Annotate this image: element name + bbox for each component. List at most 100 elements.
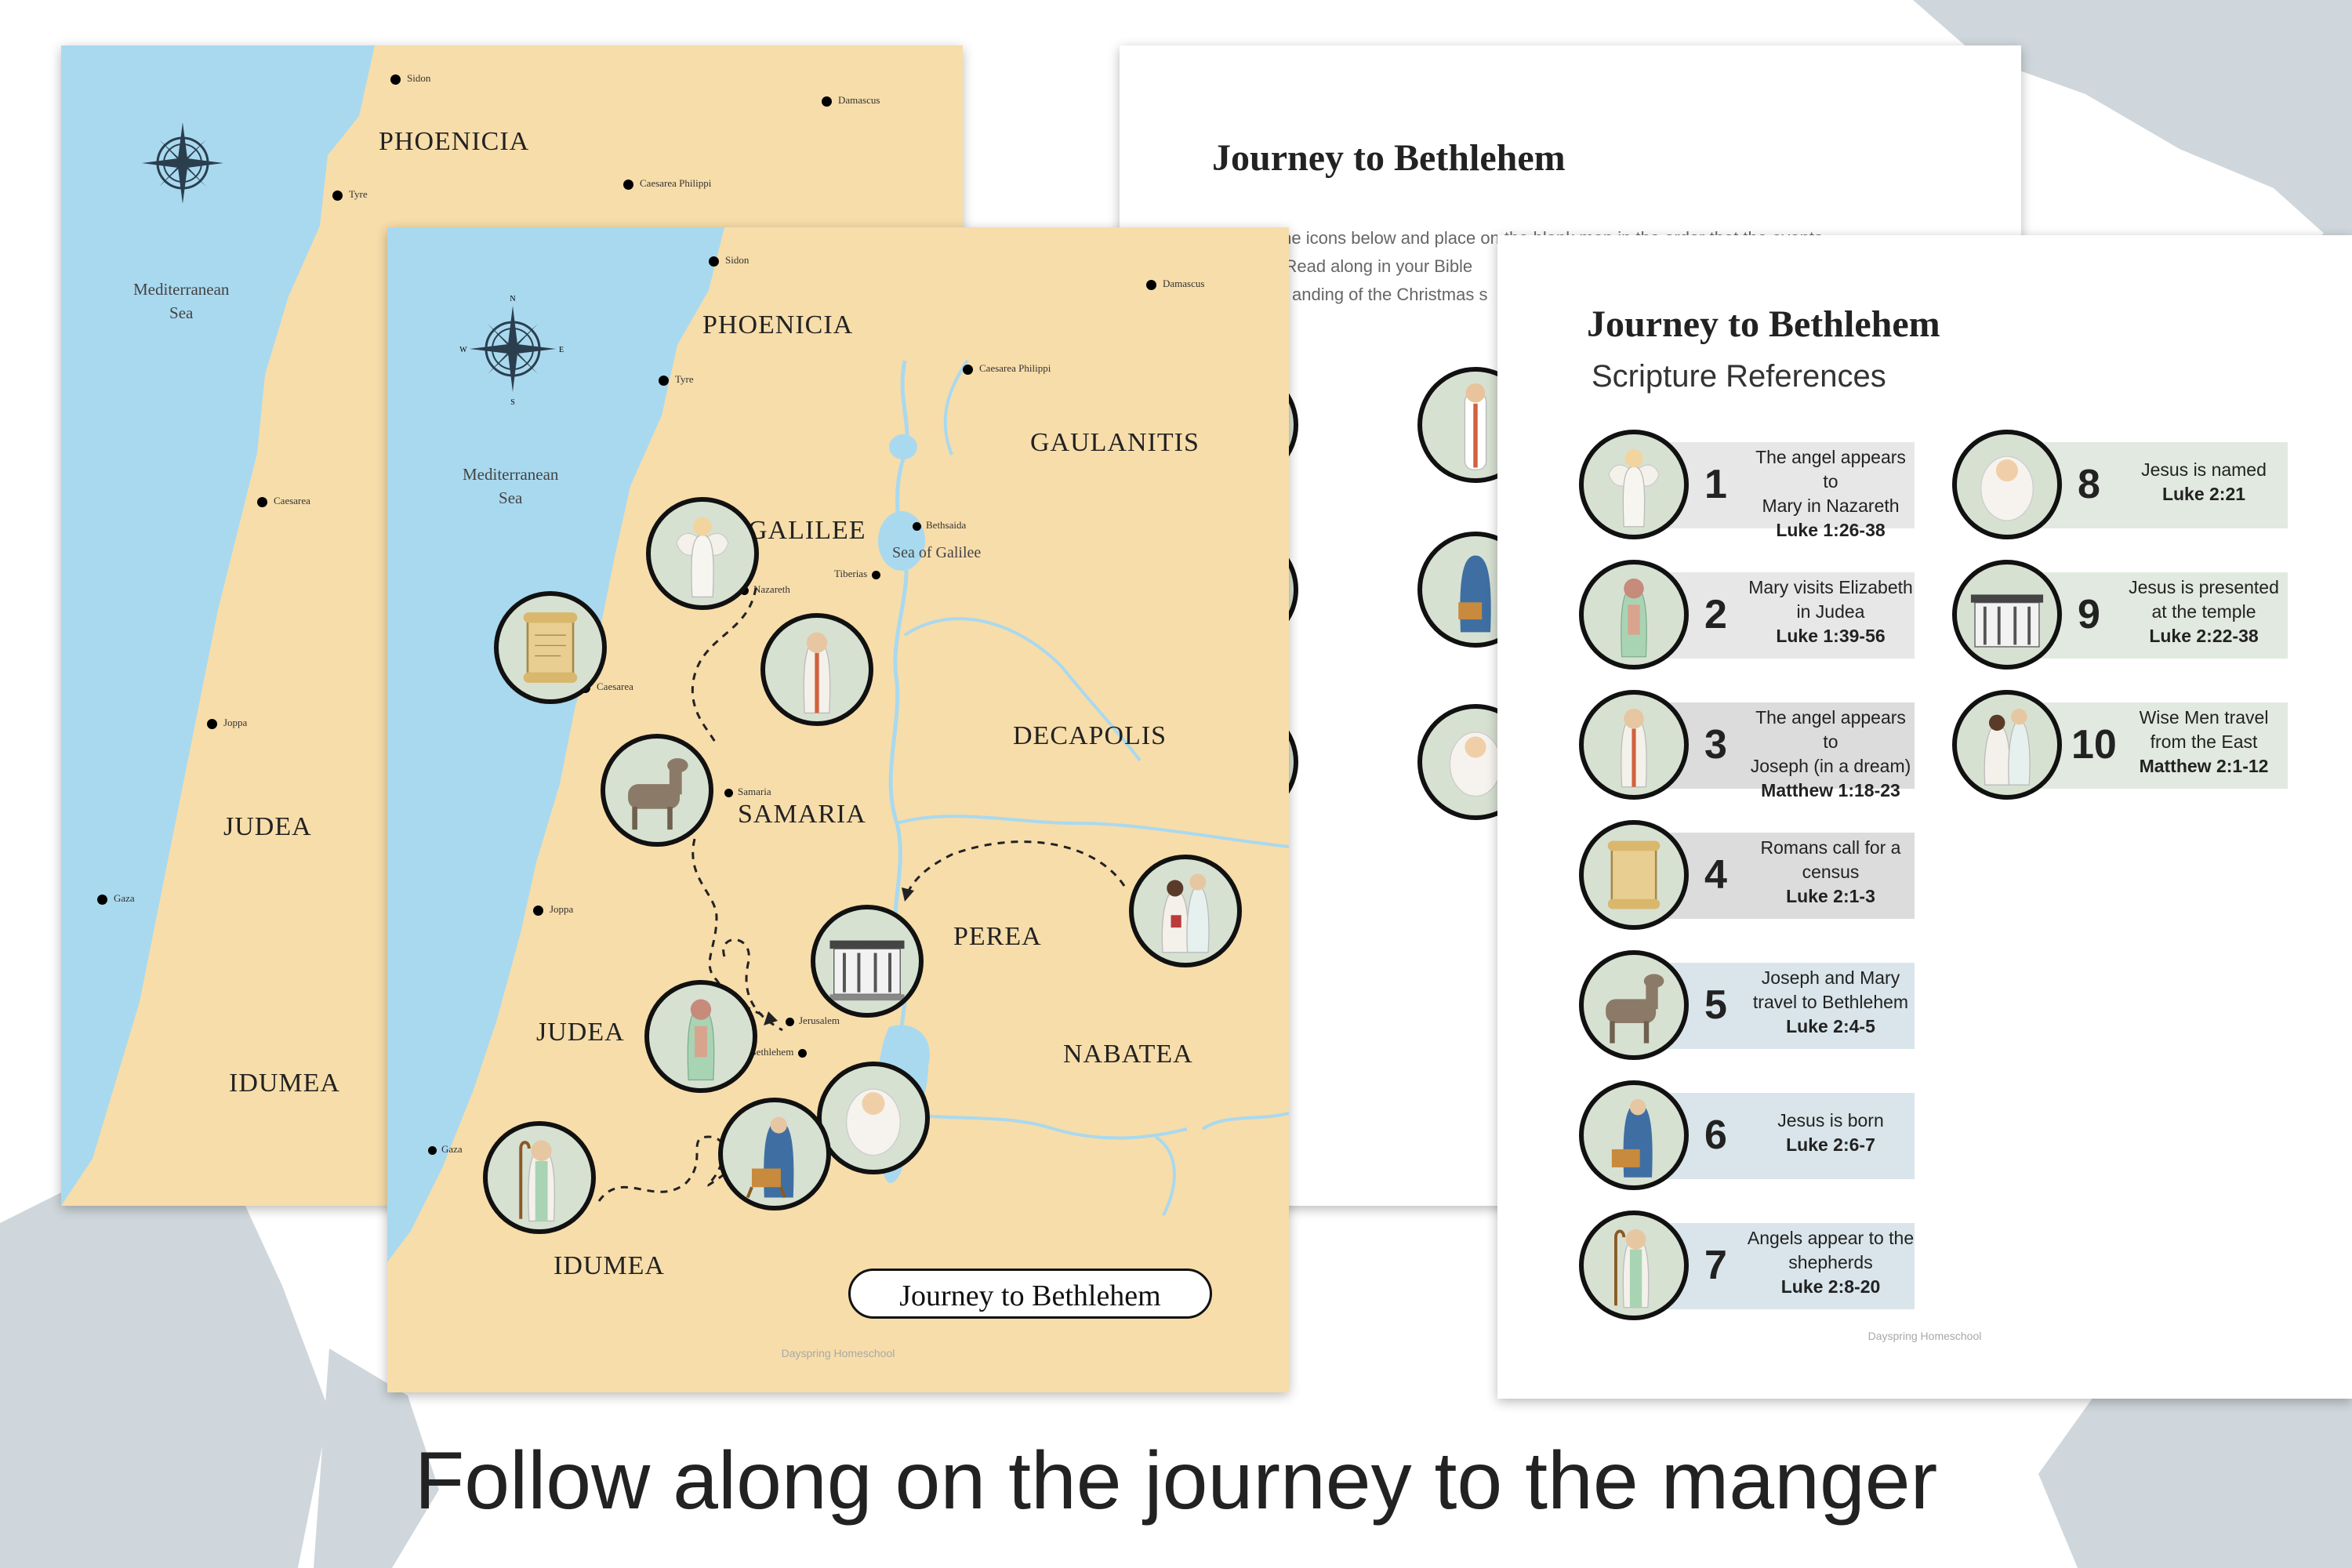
- back-city-caesarea-philippi: Caesarea Philippi: [623, 177, 711, 190]
- back-city-gaza: Gaza: [97, 892, 135, 905]
- city-tyre: Tyre: [659, 373, 694, 386]
- reference-temple-icon: [1952, 560, 2062, 670]
- reference-line2: in Judea: [1796, 601, 1865, 622]
- map-temple-icon: [811, 905, 924, 1018]
- reference-scripture: Luke 2:22-38: [2149, 626, 2259, 646]
- city-bethsaida: Bethsaida: [913, 519, 966, 532]
- reference-line2: travel to Bethlehem: [1752, 992, 1909, 1012]
- back-city-damascus: Damascus: [822, 94, 880, 107]
- reference-line1: Jesus is born: [1777, 1110, 1884, 1131]
- reference-line2: Mary in Nazareth: [1762, 495, 1900, 516]
- reference-scripture: Luke 2:6-7: [1786, 1134, 1875, 1155]
- reference-line2: Joseph (in a dream): [1750, 756, 1911, 776]
- map-shepherd-icon: [483, 1121, 596, 1234]
- reference-number: 5: [1704, 982, 1727, 1028]
- map-footer: Dayspring Homeschool: [781, 1347, 895, 1359]
- sea-med-line2: Sea: [499, 488, 523, 507]
- back-city-tyre-label: Tyre: [349, 188, 368, 200]
- reference-line2: from the East: [2150, 731, 2258, 752]
- city-caesarea-philippi-label: Caesarea Philippi: [979, 362, 1051, 374]
- region-idumea: IDUMEA: [554, 1251, 665, 1280]
- city-gaza-label: Gaza: [441, 1143, 463, 1155]
- compass-n: N: [510, 295, 515, 303]
- journey-paths: [597, 587, 1126, 1202]
- references-title: Journey to Bethlehem: [1587, 303, 1940, 345]
- city-jerusalem: Jerusalem: [786, 1014, 840, 1027]
- reference-scripture: Matthew 1:18-23: [1761, 780, 1900, 800]
- back-city-sidon: Sidon: [390, 72, 430, 85]
- reference-number: 2: [1704, 592, 1727, 637]
- map-wise-men-icon: [1129, 855, 1242, 967]
- city-bethlehem: Bethlehem: [750, 1046, 808, 1058]
- reference-number: 7: [1704, 1243, 1727, 1288]
- back-city-joppa-label: Joppa: [223, 717, 248, 728]
- city-tyre-label: Tyre: [675, 373, 694, 385]
- compass-w: W: [459, 346, 467, 354]
- map-elizabeth-icon: [644, 980, 757, 1093]
- reference-scripture: Luke 1:39-56: [1776, 626, 1886, 646]
- reference-line2: census: [1802, 862, 1860, 882]
- sea-galilee-label: Sea of Galilee: [892, 544, 982, 561]
- reference-line2: at the temple: [2151, 601, 2256, 622]
- reference-baby-icon: [1952, 430, 2062, 539]
- reference-number: 10: [2071, 722, 2117, 768]
- city-bethlehem-label: Bethlehem: [750, 1046, 794, 1058]
- reference-scripture: Luke 2:4-5: [1786, 1016, 1875, 1036]
- activity-instruction-line2: d. Read along in your Bible: [1265, 256, 1473, 276]
- city-sidon: Sidon: [709, 254, 749, 267]
- reference-line1: Jesus is named: [2141, 459, 2267, 480]
- back-city-sidon-label: Sidon: [407, 72, 431, 84]
- reference-number: 1: [1704, 462, 1727, 507]
- reference-angel-icon: [1579, 430, 1689, 539]
- reference-number: 4: [1704, 852, 1727, 898]
- city-bethsaida-label: Bethsaida: [926, 519, 967, 531]
- sea-mediterranean-label: Mediterranean Sea: [463, 463, 558, 510]
- reference-line2: shepherds: [1788, 1252, 1873, 1272]
- front-map-page: N S E W PHOENICIA GAULANITIS GALILEE DEC…: [387, 227, 1289, 1392]
- references-footer: Dayspring Homeschool: [1867, 1330, 1982, 1342]
- reference-line1: The angel appears to: [1755, 447, 1906, 492]
- city-caesarea-label: Caesarea: [597, 681, 633, 692]
- map-title-badge: Journey to Bethlehem: [848, 1269, 1212, 1319]
- reference-nativity-icon: [1579, 1080, 1689, 1190]
- map-baby-icon: [817, 1062, 930, 1174]
- region-phoenicia: PHOENICIA: [702, 310, 854, 339]
- activity-title: Journey to Bethlehem: [1212, 137, 1566, 179]
- back-city-caesarea-label: Caesarea: [274, 495, 310, 506]
- city-jerusalem-label: Jerusalem: [799, 1014, 840, 1026]
- city-gaza: Gaza: [428, 1143, 463, 1156]
- reference-line1: Romans call for a: [1760, 837, 1901, 858]
- map-scroll-icon: [494, 591, 607, 704]
- back-region-judea: JUDEA: [223, 812, 312, 841]
- city-joppa: Joppa: [533, 903, 573, 916]
- compass-rose-icon: N S E W: [459, 295, 564, 407]
- region-perea: PEREA: [953, 922, 1042, 951]
- city-samaria: Samaria: [724, 786, 771, 798]
- reference-line1: Angels appear to the: [1747, 1228, 1915, 1248]
- city-damascus: Damascus: [1146, 278, 1204, 290]
- reference-line1: Jesus is presented: [2129, 577, 2279, 597]
- city-tiberias-label: Tiberias: [834, 568, 868, 579]
- back-city-caesarea-philippi-label: Caesarea Philippi: [640, 177, 712, 189]
- reference-scripture: Luke 1:26-38: [1776, 520, 1886, 540]
- caption: Follow along on the journey to the mange…: [414, 1436, 1938, 1526]
- region-gaulanitis: GAULANITIS: [1030, 428, 1200, 457]
- reference-shepherd-icon: [1579, 1210, 1689, 1320]
- back-city-joppa: Joppa: [207, 717, 247, 729]
- reference-number: 3: [1704, 722, 1727, 768]
